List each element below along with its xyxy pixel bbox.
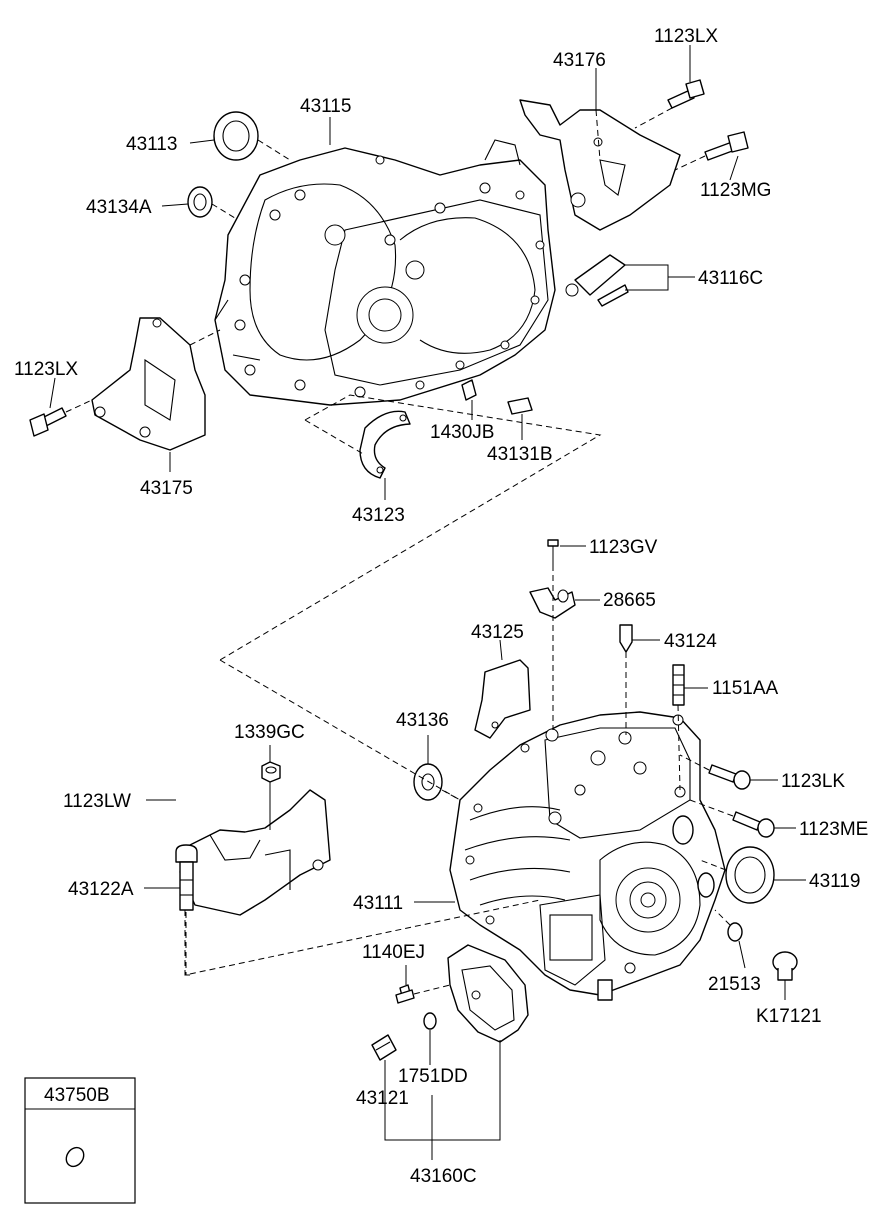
clutch-housing bbox=[214, 139, 556, 406]
label-1123MG: 1123MG bbox=[700, 180, 771, 201]
label-43111: 43111 bbox=[353, 893, 403, 914]
sensor-43116C bbox=[565, 254, 629, 307]
label-43160C: 43160C bbox=[410, 1166, 477, 1187]
bracket-43176 bbox=[519, 99, 681, 231]
label-1140EJ: 1140EJ bbox=[362, 942, 425, 963]
bolt-1123ME bbox=[732, 811, 775, 838]
label-1430JB: 1430JB bbox=[430, 422, 494, 443]
legend-box: 43750B bbox=[24, 1077, 136, 1204]
bolt-1123GV bbox=[547, 539, 559, 565]
label-1123LW: 1123LW bbox=[63, 791, 131, 812]
label-43119: 43119 bbox=[809, 871, 860, 892]
plug-K17121 bbox=[772, 951, 798, 981]
bottom-leaders bbox=[144, 545, 806, 1160]
label-43176: 43176 bbox=[553, 50, 606, 71]
label-43115: 43115 bbox=[300, 96, 351, 117]
legend-part-number: 43750B bbox=[44, 1085, 110, 1106]
label-K17121: K17121 bbox=[756, 1006, 822, 1027]
label-1751DD: 1751DD bbox=[398, 1066, 468, 1087]
washer-1751DD bbox=[423, 1012, 437, 1030]
label-1123ME: 1123ME bbox=[799, 819, 868, 840]
label-1123LX-left: 1123LX bbox=[14, 359, 78, 380]
oil-seal-43134A bbox=[187, 186, 213, 218]
cover-43160C bbox=[447, 944, 529, 1043]
oil-seal-43119 bbox=[725, 846, 775, 904]
pin-1430JB bbox=[461, 379, 477, 401]
label-21513: 21513 bbox=[708, 974, 761, 995]
bolt-1123LK bbox=[708, 764, 751, 790]
bolt-1123MG bbox=[704, 131, 749, 161]
label-43134A: 43134A bbox=[86, 197, 152, 218]
bracket-43122A bbox=[179, 789, 331, 916]
bolt-1140EJ bbox=[395, 984, 415, 1004]
label-43121: 43121 bbox=[356, 1088, 409, 1109]
top-leaders bbox=[49, 45, 739, 661]
vent-43124 bbox=[619, 624, 633, 653]
label-43124: 43124 bbox=[664, 631, 717, 652]
plug-43121 bbox=[371, 1034, 397, 1061]
o-ring-43750B bbox=[65, 1146, 85, 1168]
nut-1339GC bbox=[261, 761, 281, 783]
stud-1151AA bbox=[672, 664, 685, 706]
bolt-1123LW bbox=[175, 844, 198, 911]
plate-43125 bbox=[474, 659, 531, 739]
label-1123LK: 1123LK bbox=[781, 771, 845, 792]
label-43125: 43125 bbox=[471, 622, 524, 643]
bracket-43175 bbox=[91, 317, 206, 451]
seal-43136 bbox=[413, 763, 443, 801]
label-1123LX-top: 1123LX bbox=[654, 26, 718, 47]
label-1339GC: 1339GC bbox=[234, 722, 305, 743]
label-1151AA: 1151AA bbox=[712, 678, 779, 699]
label-43113: 43113 bbox=[126, 134, 177, 155]
clip-43131B bbox=[507, 397, 533, 415]
label-43131B: 43131B bbox=[487, 444, 553, 465]
label-28665: 28665 bbox=[603, 590, 656, 611]
label-43116C: 43116C bbox=[698, 268, 763, 289]
label-43122A: 43122A bbox=[68, 879, 134, 900]
bolt-1123LX-top bbox=[667, 79, 705, 109]
label-43123: 43123 bbox=[352, 505, 405, 526]
label-43175: 43175 bbox=[140, 478, 193, 499]
oil-seal-43113 bbox=[213, 111, 259, 161]
o-ring-21513 bbox=[727, 922, 743, 942]
bracket-28665 bbox=[529, 587, 576, 619]
bolt-1123LX-left bbox=[29, 407, 67, 437]
part-labels: 1123LX 43176 43115 43113 43134A 1123MG 4… bbox=[14, 26, 868, 1187]
label-43136: 43136 bbox=[396, 710, 449, 731]
plate-43123 bbox=[359, 410, 411, 479]
label-1123GV: 1123GV bbox=[589, 537, 658, 558]
